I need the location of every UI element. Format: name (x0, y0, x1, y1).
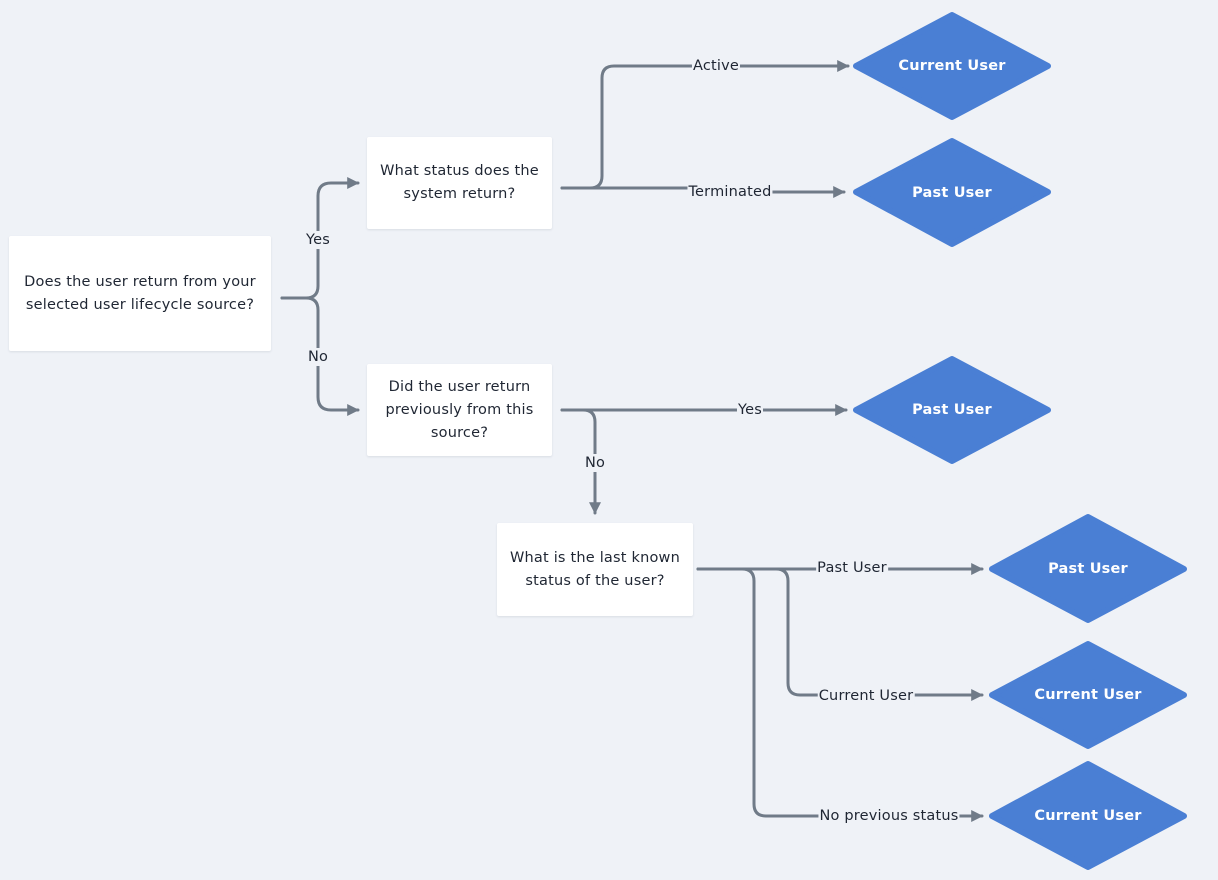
edge-label-no: No (583, 454, 607, 472)
edge-label-yes: Yes (736, 401, 764, 419)
connector-q4-current (696, 567, 984, 701)
question-line: status of the user? (525, 572, 665, 589)
question-box-system-status: What status does the system return? (367, 137, 552, 229)
edge-label-current-user: Current User (817, 687, 915, 705)
edge-label-past-user: Past User (816, 559, 888, 577)
question-line: What is the last known (510, 549, 680, 566)
question-box-last-known-status: What is the last known status of the use… (497, 523, 693, 616)
question-box-user-returns: Does the user return from your selected … (9, 236, 271, 351)
question-line: What status does the (380, 163, 539, 179)
connector-q2-active (560, 60, 850, 190)
question-line: selected user lifecycle source? (25, 296, 255, 313)
question-box-returned-previously: Did the user return previously from this… (367, 364, 552, 456)
decision-diamond-current-user-3 (989, 761, 1187, 870)
decision-diamond-past-user-1 (853, 138, 1051, 247)
edge-label-active: Active (691, 57, 741, 75)
question-line: system return? (403, 186, 516, 202)
question-line: previously from this (385, 401, 534, 418)
decision-diamond-past-user-2 (853, 356, 1051, 464)
edge-label-no-previous-status: No previous status (818, 807, 960, 825)
connector-q4-none (696, 567, 984, 822)
edge-label-no: No (306, 348, 330, 366)
decision-diamond-current-user-1 (853, 12, 1051, 120)
question-line: source? (430, 424, 489, 441)
connector-q3-no (560, 408, 601, 515)
question-line: Does the user return from your (24, 273, 256, 290)
question-line: Did the user return (388, 378, 531, 395)
decision-diamond-past-user-3 (989, 514, 1187, 623)
decision-diamond-current-user-2 (989, 641, 1187, 749)
edge-label-yes: Yes (304, 231, 332, 249)
edge-label-terminated: Terminated (687, 183, 773, 201)
